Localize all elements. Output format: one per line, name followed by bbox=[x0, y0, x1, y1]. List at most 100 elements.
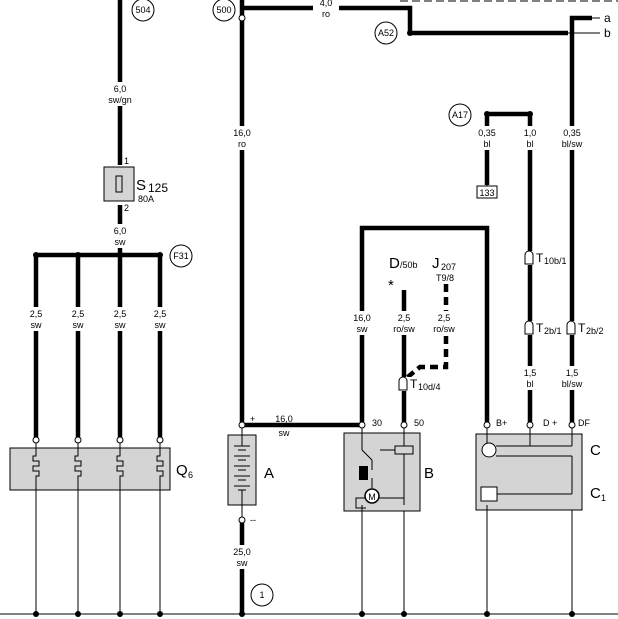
wire-label-size: 2,5 bbox=[438, 313, 451, 323]
wire-label-color: ro bbox=[322, 9, 330, 19]
fuse-s125: 1 2 S 125 80A bbox=[103, 156, 168, 213]
heater-label: Q bbox=[176, 462, 188, 479]
wire-label-size: 2,5 bbox=[398, 313, 411, 323]
wire-label-size: 1,5 bbox=[566, 368, 579, 378]
wire-bus-a bbox=[569, 15, 592, 425]
wire-label-color: sw bbox=[357, 324, 369, 334]
wire-label-color: sw bbox=[31, 320, 43, 330]
wire-label-size: 25,0 bbox=[233, 547, 251, 557]
signal-j207-sub: 207 bbox=[441, 262, 456, 272]
starter-b: M 30 50 B bbox=[343, 418, 434, 512]
ground-dots bbox=[33, 30, 575, 617]
alternator-terminal-dplus: D + bbox=[543, 418, 557, 428]
wire-label-color: sw bbox=[155, 320, 167, 330]
wire-starter-bplus bbox=[359, 225, 490, 425]
ref-500: 500 bbox=[212, 0, 236, 22]
ref-500-label: 500 bbox=[216, 5, 231, 15]
heater-label-sub: 6 bbox=[188, 470, 193, 480]
signal-star: * bbox=[388, 277, 394, 294]
wire-label-color: bl bbox=[483, 139, 490, 149]
wire-label-size: 16,0 bbox=[233, 128, 251, 138]
wire-label-size: 2,5 bbox=[72, 309, 85, 319]
signal-d50b: D /50b * bbox=[388, 255, 418, 294]
ref-a52-label: A52 bbox=[378, 28, 394, 38]
wire-label-color: bl bbox=[526, 379, 533, 389]
regulator-label: C bbox=[590, 485, 601, 502]
connector-t10b-sub: 10b/1 bbox=[544, 256, 567, 266]
connector-t10d-name: T bbox=[410, 377, 418, 391]
starter-terminal-30: 30 bbox=[372, 418, 382, 428]
ref-a17: A17 bbox=[448, 103, 472, 127]
ref-f31-label: F31 bbox=[173, 251, 189, 261]
ref-504: 504 bbox=[131, 0, 155, 22]
battery-minus: -- bbox=[250, 515, 256, 525]
wire-label-color: sw bbox=[115, 237, 127, 247]
wire-label-size: 2,5 bbox=[114, 309, 127, 319]
alternator-terminal-df: DF bbox=[578, 418, 590, 428]
wire-label-color: bl/sw bbox=[562, 139, 583, 149]
ref-1: 1 bbox=[250, 583, 274, 607]
terminal-circles bbox=[32, 14, 576, 524]
alternator-terminal-bplus: B+ bbox=[496, 418, 507, 428]
starter-terminal-50: 50 bbox=[414, 418, 424, 428]
fuse-pin-1: 1 bbox=[124, 156, 129, 166]
ref-133-label: 133 bbox=[479, 188, 494, 198]
ref-1-label: 1 bbox=[259, 590, 264, 600]
battery-label: A bbox=[264, 465, 274, 482]
connector-t2b1-sub: 2b/1 bbox=[544, 326, 562, 336]
wire-label-color: ro/sw bbox=[433, 324, 455, 334]
ref-a17-label: A17 bbox=[452, 110, 468, 120]
fuse-pin-2: 2 bbox=[124, 203, 129, 213]
wire-label-size: 2,5 bbox=[154, 309, 167, 319]
wire-label-size: 2,5 bbox=[30, 309, 43, 319]
edge-label-b: b bbox=[604, 26, 611, 40]
wire-label-size: 0,35 bbox=[563, 128, 581, 138]
signal-d50b-sub: /50b bbox=[400, 260, 418, 270]
wire-labels: 6,0 sw/gn 6,0 sw 16,0 ro 4,0 ro 2,5 sw 2… bbox=[24, 0, 586, 569]
regulator-label-sub: 1 bbox=[601, 493, 606, 503]
signal-d50b-main: D bbox=[389, 255, 400, 272]
wire-label-size: 4,0 bbox=[320, 0, 333, 8]
signal-j207-main: J bbox=[432, 255, 440, 272]
ref-a52: A52 bbox=[374, 21, 398, 45]
connector-t2b2-name: T bbox=[578, 321, 586, 335]
connector-t10b-name: T bbox=[536, 251, 544, 265]
wire-label-color: sw bbox=[115, 320, 127, 330]
signal-j207: J 207 T9/8 bbox=[432, 255, 456, 283]
starter-label: B bbox=[424, 465, 434, 482]
connector-t10d-sub: 10d/4 bbox=[418, 382, 441, 392]
alternator-label: C bbox=[590, 442, 601, 459]
wire-label-color: sw/gn bbox=[108, 95, 132, 105]
wire-label-size: 6,0 bbox=[114, 84, 127, 94]
wire-label-color: sw bbox=[73, 320, 85, 330]
connector-t10d: T 10d/4 bbox=[396, 376, 441, 392]
connector-t2b1: T 2b/1 bbox=[522, 320, 562, 336]
fuse-sub: 125 bbox=[148, 181, 168, 195]
signal-j207-pin: T9/8 bbox=[436, 273, 454, 283]
battery-a: + -- A bbox=[227, 414, 274, 525]
fuse-name: S bbox=[136, 177, 146, 194]
wire-label-size: 6,0 bbox=[114, 226, 127, 236]
connector-t2b2: T 2b/2 bbox=[564, 320, 604, 336]
ref-133: 133 bbox=[476, 185, 498, 199]
wire-label-color: sw bbox=[237, 558, 249, 568]
heater-q6: Q 6 bbox=[9, 447, 193, 491]
motor-label: M bbox=[368, 492, 376, 502]
connector-t2b2-sub: 2b/2 bbox=[586, 326, 604, 336]
wire-label-size: 1,0 bbox=[524, 128, 537, 138]
ref-504-label: 504 bbox=[135, 5, 150, 15]
connector-t10b: T 10b/1 bbox=[522, 250, 567, 266]
connector-t2b1-name: T bbox=[536, 321, 544, 335]
wire-label-size: 1,5 bbox=[524, 368, 537, 378]
wire-label-size: 0,35 bbox=[478, 128, 496, 138]
ref-f31: F31 bbox=[169, 244, 193, 268]
fuse-rating: 80A bbox=[138, 194, 154, 204]
wire-label-size: 16,0 bbox=[275, 414, 293, 424]
edge-label-a: a bbox=[604, 11, 611, 25]
alternator-c: B+ D + DF C C 1 bbox=[475, 418, 606, 511]
wire-label-size: 16,0 bbox=[353, 313, 371, 323]
wire-label-color: sw bbox=[279, 428, 291, 438]
wire-label-color: ro/sw bbox=[393, 324, 415, 334]
